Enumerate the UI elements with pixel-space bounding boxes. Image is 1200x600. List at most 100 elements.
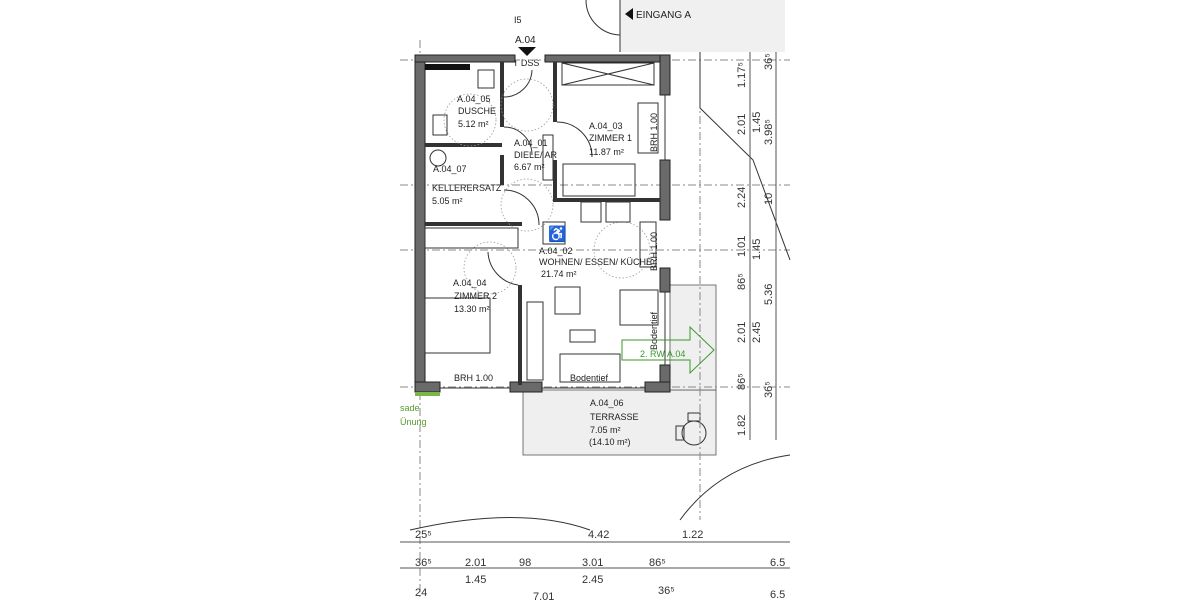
room-id: A.04_04 [453, 278, 487, 288]
dimension-value: 6.5 [770, 589, 785, 600]
dimension-value: 36⁵ [763, 53, 775, 70]
washing-machine [429, 149, 447, 167]
door-swing [503, 189, 540, 226]
dining-table [619, 289, 659, 326]
wall-left [414, 54, 426, 391]
dimension-value: 36⁵ [763, 381, 775, 398]
wall-bottom [509, 381, 543, 393]
dimension-value: 2.45 [751, 322, 763, 343]
boundary-line [699, 52, 791, 261]
dimension-value: 1.45 [751, 239, 763, 260]
dimension-value: 25⁵ [415, 529, 432, 541]
wall-interior [425, 143, 502, 147]
entrance-label: EINGANG A [636, 10, 691, 21]
room-area-alt: (14.10 m²) [589, 437, 631, 447]
escape-route-arrow-icon [621, 325, 715, 375]
stair-mark: I5 [514, 15, 522, 25]
door-swing [487, 251, 519, 286]
room-name: WOHNEN/ ESSEN/ KÜCHE [539, 257, 652, 267]
room-name: DUSCHE [458, 106, 496, 116]
kitchen-counter [639, 221, 657, 268]
dimension-value: 2.45 [582, 574, 603, 586]
escape-route-label: 2. RW A.04 [640, 349, 685, 359]
dimension-value: 4.42 [588, 529, 609, 541]
room-name: ZIMMER 2 [454, 291, 497, 301]
wardrobe [561, 62, 655, 86]
door-swing [503, 69, 533, 98]
room-area: 7.05 m² [590, 425, 621, 435]
unit-entry-code: T DSS [513, 58, 539, 68]
door-swing [556, 121, 593, 158]
bed-2 [424, 297, 491, 354]
wheelchair-symbol: ♿ [548, 225, 567, 243]
wall-bottom [414, 381, 441, 393]
wall-interior [500, 155, 504, 185]
dimension-value: 1.82 [736, 415, 748, 436]
dimension-value: 98 [519, 557, 531, 569]
dimension-value: 6.5 [770, 557, 785, 569]
terrace-chair [675, 425, 685, 441]
bed [562, 163, 636, 197]
room-terrasse: A.04_06 TERRASSE 7.05 m² (14.10 m²) [589, 398, 639, 447]
wall-interior [518, 285, 522, 385]
wall-interior [553, 160, 557, 202]
facade-green-mark [415, 392, 440, 396]
dimension-value: 86⁵ [649, 557, 666, 569]
room-area: 5.05 m² [432, 196, 463, 206]
turning-circle [500, 78, 554, 132]
dimension-value: 5.36 [763, 284, 775, 305]
room-area: 5.12 m² [458, 119, 489, 129]
door-swing [503, 126, 533, 156]
unit-entry-arrow-icon [518, 47, 536, 56]
dimension-value: 1.45 [751, 112, 763, 133]
desk [637, 102, 659, 154]
room-name: TERRASSE [590, 412, 639, 422]
dimension-value: 2.01 [465, 557, 486, 569]
room-id: A.04_02 [539, 246, 573, 256]
facade-label: sade [400, 403, 420, 413]
storage [542, 134, 554, 181]
dimension-value: 7.01 [533, 591, 554, 600]
room-zimmer-2: A.04_04 ZIMMER 2 13.30 m² [453, 278, 497, 314]
room-zimmer-1: A.04_03 ZIMMER 1 11.87 m² [589, 121, 632, 157]
room-id: A.04_06 [590, 398, 624, 408]
room-name: KELLERERSATZ [432, 183, 502, 193]
wall-top-right [544, 54, 671, 63]
dimension-value: 3.98⁵ [763, 119, 775, 145]
shower-tray-edge [425, 64, 470, 70]
coffee-table [569, 329, 596, 343]
turning-circle [463, 241, 517, 295]
tv-cabinet [526, 301, 544, 381]
room-id: A.04_07 [433, 164, 467, 174]
toilet [477, 69, 495, 89]
sofa [559, 353, 621, 383]
dimension-value: 1.01 [736, 236, 748, 257]
wardrobe-2 [424, 227, 519, 249]
room-area: 21.74 m² [541, 269, 577, 279]
room-diele: A.04_01 DIELE/ AR 6.67 m² [514, 138, 558, 172]
cooktop [605, 201, 631, 223]
turning-circle [593, 221, 651, 279]
room-area: 13.30 m² [454, 304, 490, 314]
dimension-value: 1.22 [682, 529, 703, 541]
dimension-value: 10 [763, 193, 775, 205]
dimension-value: 3.01 [582, 557, 603, 569]
dimension-value: 36⁵ [415, 557, 432, 569]
room-area: 6.67 m² [514, 162, 545, 172]
bodentief-label: Bodentief [570, 373, 609, 383]
wall-bottom [644, 381, 671, 393]
wall-interior [553, 62, 557, 122]
room-id: A.04_01 [514, 138, 548, 148]
kitchen-sink [580, 201, 602, 223]
dimension-value: 2.01 [736, 114, 748, 135]
dims-right-mid: 1.45 3.98⁵ 10 1.45 5.36 2.45 36⁵ [751, 112, 775, 398]
wall-right [659, 159, 671, 221]
dimension-value: 2.01 [736, 322, 748, 343]
armchair [554, 286, 581, 315]
room-name: ZIMMER 1 [589, 133, 632, 143]
wall-right [659, 267, 671, 293]
room-dusche: A.04_05 DUSCHE 5.12 m² [457, 94, 496, 129]
room-area: 11.87 m² [589, 147, 624, 157]
dimension-value: 1.17⁵ [736, 62, 748, 88]
